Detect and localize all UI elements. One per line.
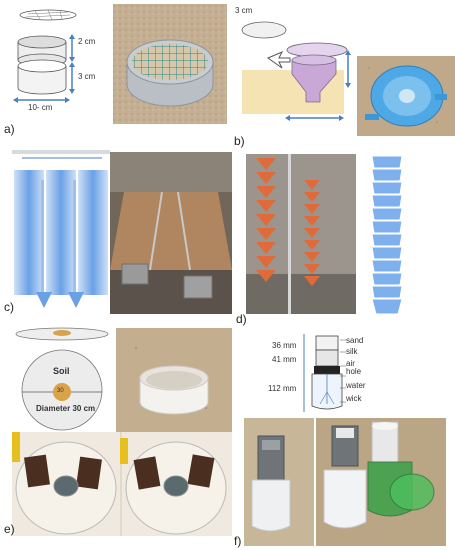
wick-pots-photo	[244, 418, 446, 546]
layer-water: water	[346, 381, 366, 390]
soil-label: Soil	[53, 366, 70, 376]
wick-pot-diagram	[303, 334, 346, 412]
panel-b-label: b)	[234, 134, 245, 148]
top-height-label: 2 cm	[78, 37, 96, 46]
layer-air: air	[346, 359, 355, 368]
top-dim-label: 3 cm	[235, 6, 253, 15]
panel-e-soil-plate-diagram	[15, 327, 109, 431]
layer-height-2: 41 mm	[272, 355, 297, 364]
sieve-ring-photo	[113, 4, 227, 124]
panel-a-cylinder-diagram	[13, 9, 77, 103]
layer-silk: silk	[346, 347, 358, 356]
panel-e-label: e)	[4, 522, 15, 536]
cone-column-photo	[246, 154, 356, 314]
blue-funnel-photo	[357, 56, 455, 136]
ring-interior-photos	[12, 432, 232, 536]
panel-f-label: f)	[234, 534, 242, 548]
stacked-cups-diagram	[371, 155, 403, 315]
sand-bed-photo	[110, 152, 232, 314]
bottom-height-label: 3 cm	[78, 72, 96, 81]
layer-wick: wick	[346, 394, 362, 403]
panel-a-label: a)	[4, 122, 15, 136]
layer-sand: sand	[346, 336, 364, 345]
layer-height-1: 36 mm	[272, 341, 297, 350]
diameter-label: 10- cm	[28, 103, 53, 112]
panel-b-funnel-diagram	[241, 21, 351, 121]
layer-height-3: 112 mm	[268, 384, 297, 393]
center-value-label: 30	[57, 388, 64, 394]
panel-d-label: d)	[236, 312, 247, 326]
white-ring-photo	[116, 328, 232, 432]
panel-c-label: c)	[4, 300, 14, 314]
diameter-30-label: Diameter 30 cm	[36, 404, 96, 413]
layer-hole: hole	[346, 367, 362, 376]
panel-c-strip-diagram	[12, 150, 110, 308]
